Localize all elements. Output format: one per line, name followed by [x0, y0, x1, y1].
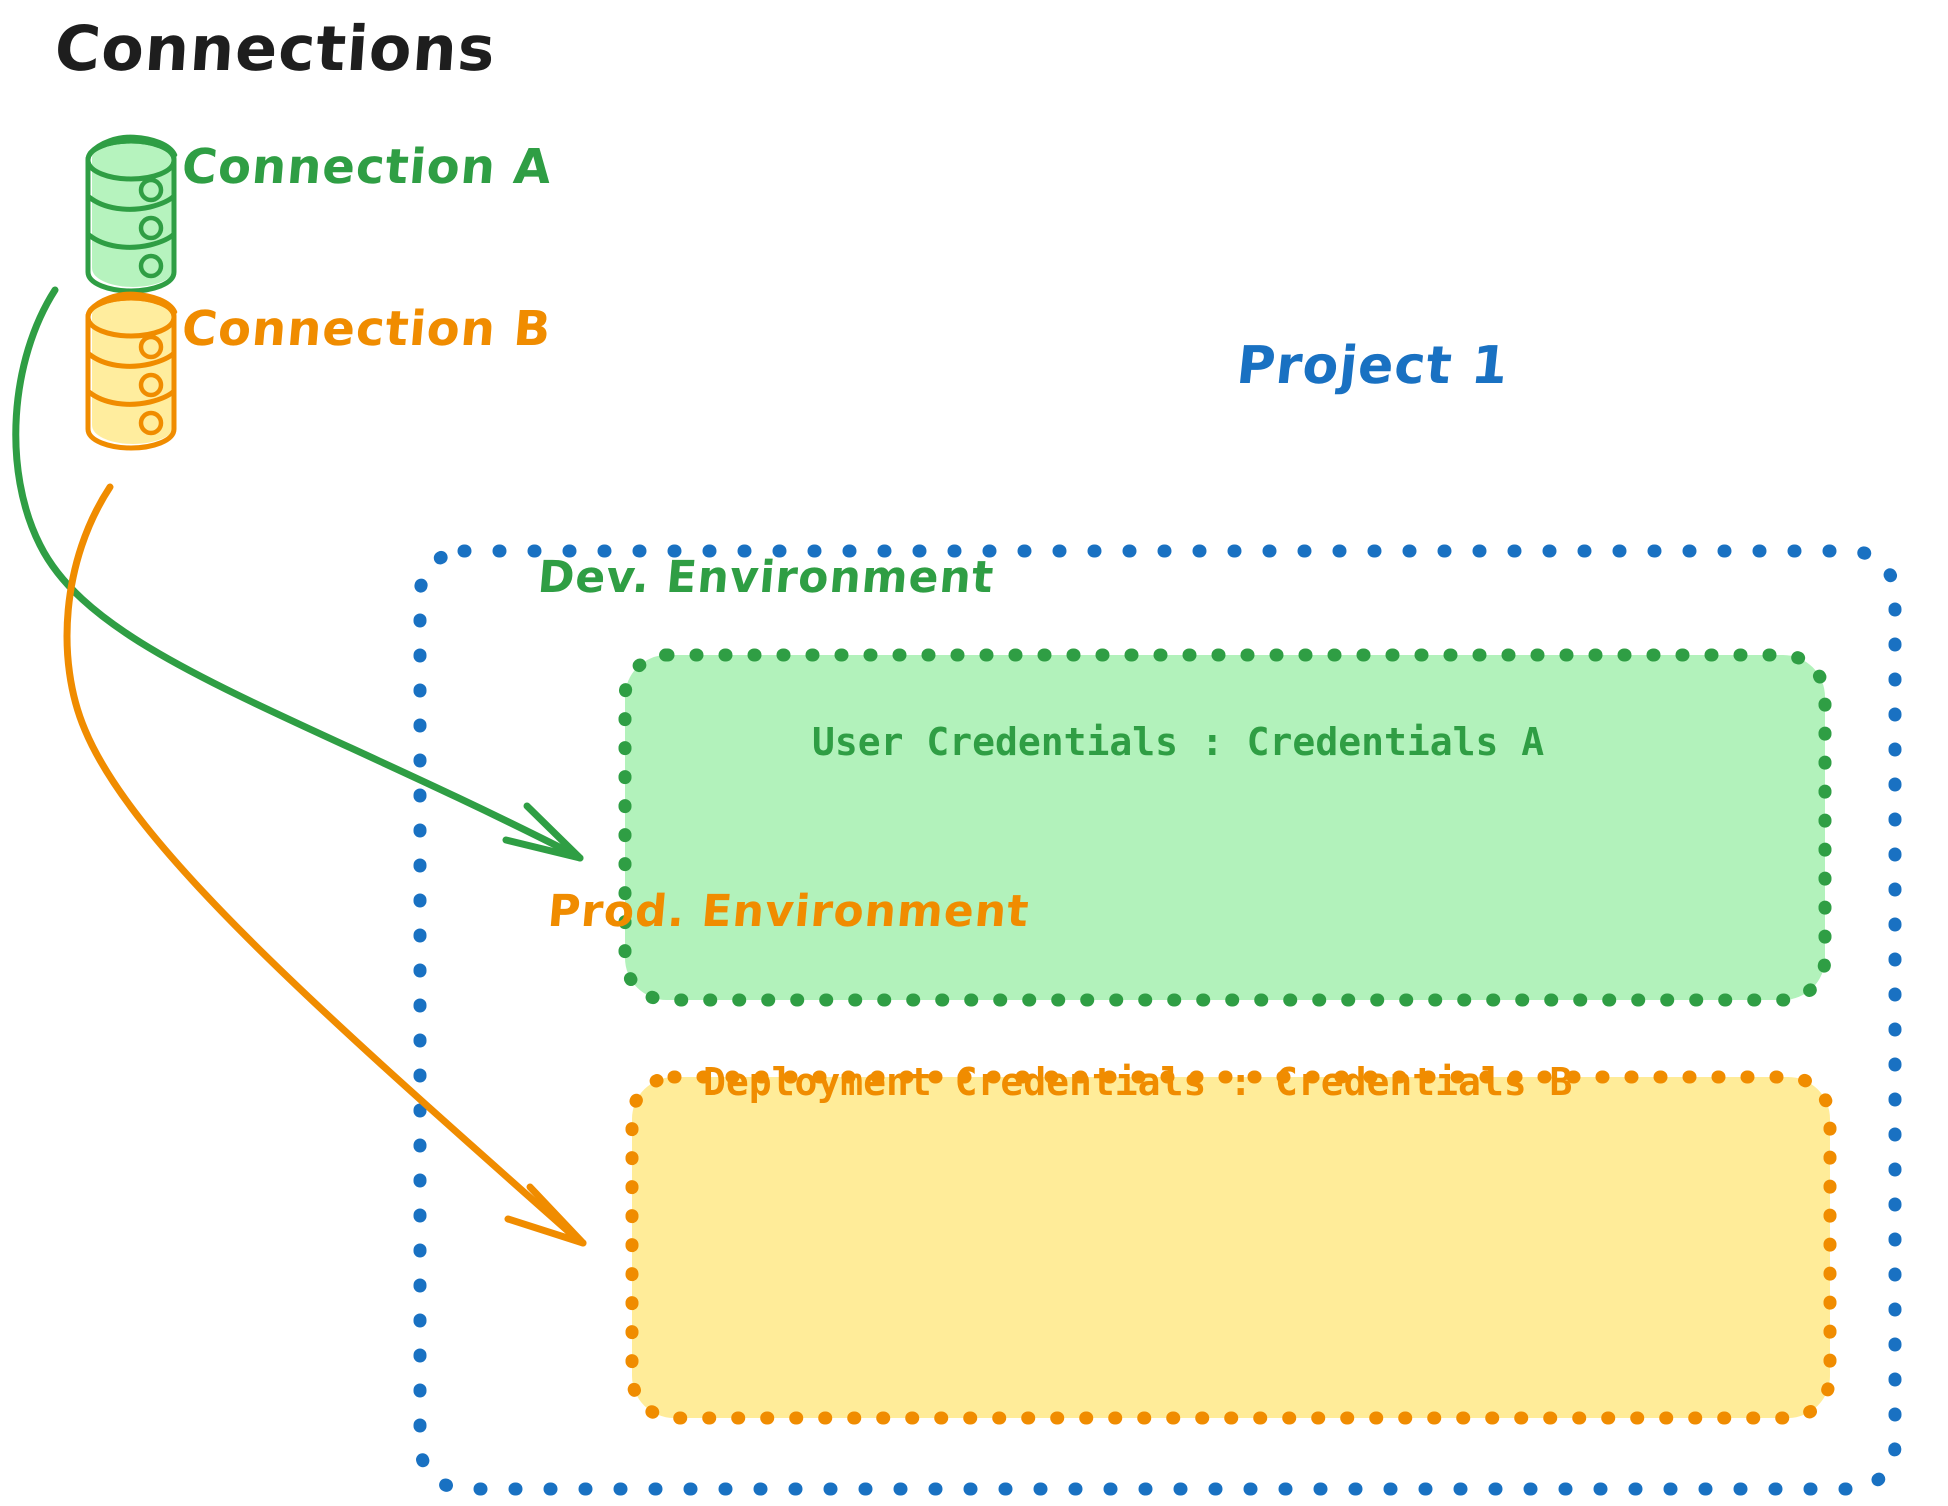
arrow-green-head-2 — [502, 836, 584, 862]
arrow-orange-path — [63, 483, 582, 1244]
db-a-divider-2 — [86, 231, 177, 250]
db-b-top-sketch — [87, 291, 178, 315]
dev-environment-title: Dev. Environment — [535, 552, 997, 603]
db-b-top — [85, 295, 177, 339]
prod-environment-title: Prod. Environment — [545, 886, 1032, 937]
db-b-divider-2 — [86, 388, 177, 407]
dev-environment-credentials: User Credentials : Credentials A — [812, 720, 1545, 764]
db-a-top — [85, 138, 177, 182]
arrow-orange-head-1 — [526, 1183, 587, 1247]
db-a-led-2 — [138, 215, 164, 241]
db-a-top-sketch — [87, 134, 178, 158]
connection-a-label[interactable]: Connection A — [179, 139, 555, 195]
db-a-led-1 — [138, 177, 164, 203]
prod-environment-border — [625, 1070, 1837, 1425]
database-icon-connection-a[interactable] — [85, 134, 178, 294]
dev-environment-fill — [625, 655, 1825, 1000]
dev-environment-box[interactable] — [618, 648, 1832, 1007]
db-b-led-3 — [138, 410, 164, 436]
arrow-orange-head-2 — [504, 1215, 587, 1247]
db-b-led-2 — [138, 372, 164, 398]
connection-b-label[interactable]: Connection B — [179, 301, 554, 357]
project-container[interactable] — [413, 544, 1902, 1496]
prod-environment-box[interactable] — [625, 1070, 1837, 1425]
db-b-divider-1 — [86, 350, 177, 369]
dev-environment-border — [618, 648, 1832, 1007]
database-icon-connection-b[interactable] — [85, 291, 178, 451]
page-title: Connections — [52, 12, 499, 85]
db-a-led-3 — [138, 253, 164, 279]
project-border — [413, 544, 1902, 1496]
db-b-led-1 — [138, 334, 164, 360]
prod-environment-credentials: Deployment Credentials : Credentials B — [703, 1060, 1573, 1104]
db-a-divider-1 — [86, 193, 177, 212]
arrow-green-head-1 — [523, 802, 584, 862]
prod-environment-fill — [632, 1077, 1830, 1418]
arrow-connection-b-to-prod — [63, 483, 587, 1247]
project-title: Project 1 — [1233, 336, 1512, 396]
